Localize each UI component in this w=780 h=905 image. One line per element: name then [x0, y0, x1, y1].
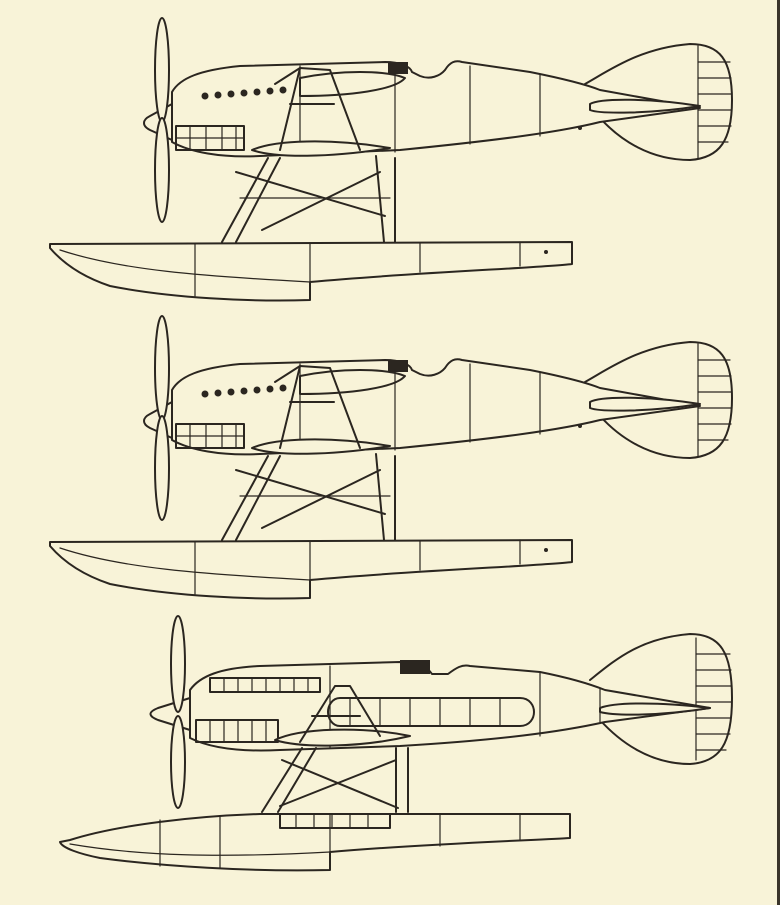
seaplane-side-view-2: [49, 315, 733, 600]
seaplane-side-view-3: [59, 615, 733, 872]
seaplane-side-view-1: [49, 17, 733, 302]
